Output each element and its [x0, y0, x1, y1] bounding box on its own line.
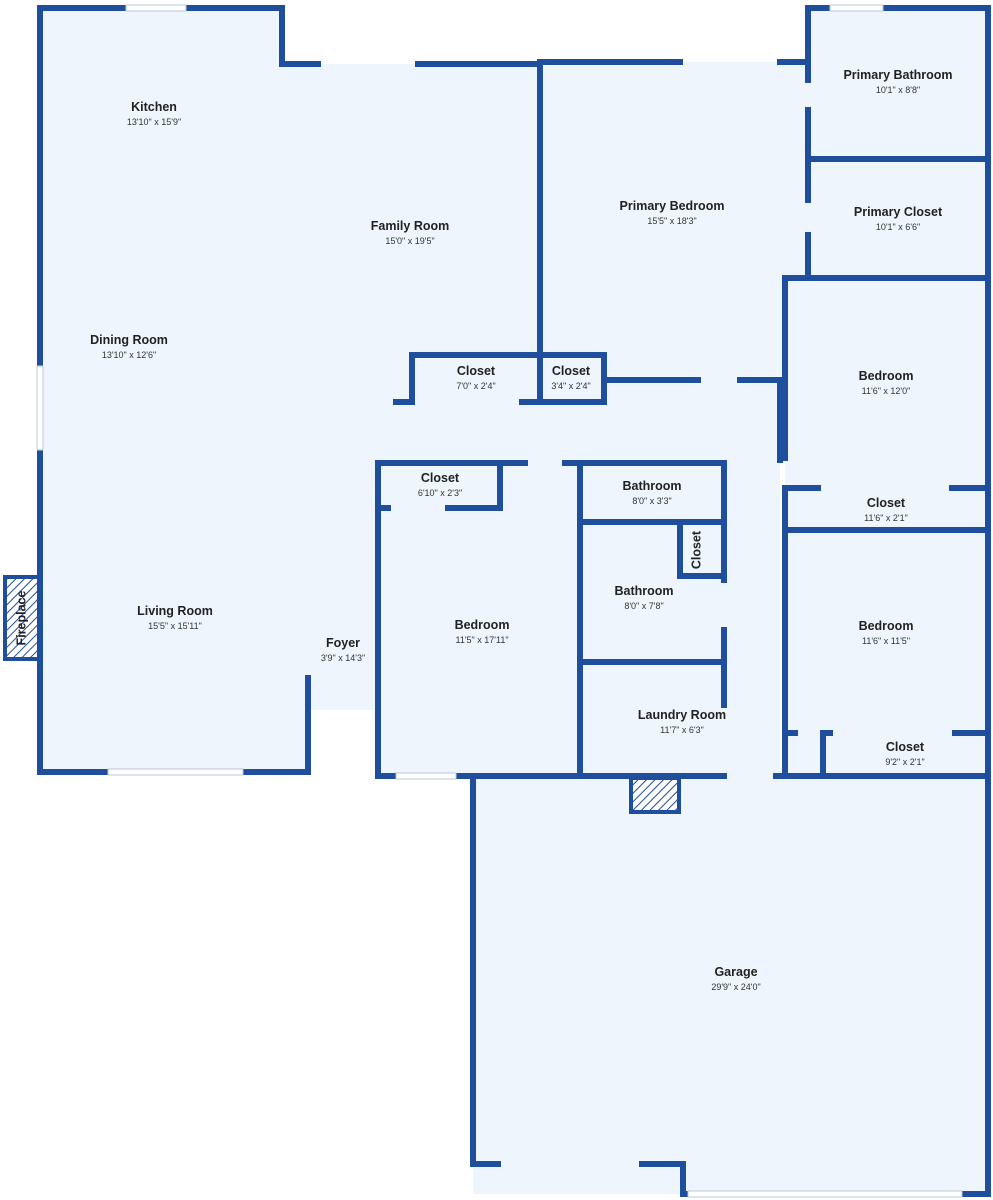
wall-center-closet-b	[445, 460, 503, 511]
room-family: Family Room 15'0" x 19'5"	[371, 219, 450, 246]
room-closet-bath: Closet	[689, 530, 703, 569]
walls	[37, 5, 991, 1197]
window-garage-south	[687, 1190, 963, 1198]
room-living: Living Room 15'5" x 15'11"	[137, 604, 213, 631]
room-bedroom-se-name: Bedroom	[859, 619, 914, 633]
room-dining-dims: 13'10" x 12'6"	[102, 350, 156, 360]
room-bedroom-center: Bedroom 11'5" x 17'11"	[455, 618, 510, 645]
room-laundry-dims: 11'7" x 6'3"	[660, 725, 704, 735]
room-closet-hall-2: Closet 3'4" x 2'4"	[551, 364, 591, 391]
room-closet-hall-2-dims: 3'4" x 2'4"	[551, 381, 590, 391]
room-bathroom-small-name: Bathroom	[622, 479, 681, 493]
room-closet-se-name: Closet	[886, 740, 925, 754]
room-bathroom-small-dims: 8'0" x 3'3"	[632, 496, 671, 506]
room-closet-bedroom-center-name: Closet	[421, 471, 460, 485]
room-closet-bath-name: Closet	[689, 530, 703, 569]
wall-bath-closet	[677, 519, 727, 579]
room-bathroom-large-dims: 8'0" x 7'8"	[624, 601, 663, 611]
room-closet-hall-1-name: Closet	[457, 364, 496, 378]
wall-garage-south-c	[680, 1161, 691, 1197]
room-garage-dims: 29'9" x 24'0"	[711, 982, 760, 992]
room-dining-name: Dining Room	[90, 333, 168, 347]
room-bedroom-se-dims: 11'6" x 11'5"	[862, 636, 910, 646]
room-bedroom-ne-dims: 11'6" x 12'0"	[862, 386, 911, 396]
room-kitchen-dims: 13'10" x 15'9"	[127, 117, 181, 127]
fireplace-box	[3, 575, 42, 661]
window-center-bedroom-south	[395, 772, 457, 780]
room-primary-closet-name: Primary Closet	[854, 205, 943, 219]
room-garage: Garage 29'9" x 24'0"	[711, 965, 760, 992]
wall-hall-closets	[393, 352, 607, 405]
room-living-name: Living Room	[137, 604, 213, 618]
room-primary-bathroom-name: Primary Bathroom	[843, 68, 952, 82]
room-bedroom-center-dims: 11'5" x 17'11"	[455, 635, 508, 645]
window-living-south	[107, 768, 244, 776]
room-primary-closet-dims: 10'1" x 6'6"	[876, 222, 920, 232]
room-foyer: Foyer 3'9" x 14'3"	[321, 636, 365, 663]
room-closet-se: Closet 9'2" x 2'1"	[885, 740, 925, 767]
room-laundry-name: Laundry Room	[638, 708, 726, 722]
primary-suite-floor	[540, 8, 988, 378]
room-primary-bedroom-name: Primary Bedroom	[620, 199, 725, 213]
room-primary-closet: Primary Closet 10'1" x 6'6"	[854, 205, 943, 232]
room-primary-bathroom-dims: 10'1" x 8'8"	[876, 85, 920, 95]
room-bathroom-small: Bathroom 8'0" x 3'3"	[622, 479, 681, 506]
room-bedroom-center-name: Bedroom	[455, 618, 510, 632]
room-bedroom-ne-name: Bedroom	[859, 369, 914, 383]
room-closet-ne-name: Closet	[867, 496, 906, 510]
room-closet-hall-1: Closet 7'0" x 2'4"	[456, 364, 496, 391]
room-closet-ne-dims: 11'6" x 2'1"	[864, 513, 908, 523]
windows	[36, 4, 963, 1198]
room-closet-se-dims: 9'2" x 2'1"	[885, 757, 924, 767]
window-dining-west	[36, 365, 44, 451]
room-living-dims: 15'5" x 15'11"	[148, 621, 202, 631]
room-kitchen-name: Kitchen	[131, 100, 177, 114]
room-closet-hall-2-name: Closet	[552, 364, 591, 378]
room-bedroom-se: Bedroom 11'6" x 11'5"	[859, 619, 914, 646]
room-closet-hall-1-dims: 7'0" x 2'4"	[456, 381, 495, 391]
room-garage-name: Garage	[714, 965, 757, 979]
garage-chimney	[629, 776, 681, 814]
room-bedroom-ne: Bedroom 11'6" x 12'0"	[859, 369, 914, 396]
room-labels: Kitchen 13'10" x 15'9" Family Room 15'0"…	[90, 68, 952, 992]
garage-floor	[473, 778, 988, 1194]
room-foyer-dims: 3'9" x 14'3"	[321, 653, 365, 663]
room-foyer-name: Foyer	[326, 636, 360, 650]
room-laundry: Laundry Room 11'7" x 6'3"	[638, 708, 726, 735]
room-closet-bedroom-center: Closet 6'10" x 2'3"	[418, 471, 462, 498]
wall-primary-bath-outer	[805, 5, 833, 83]
room-primary-bathroom: Primary Bathroom 10'1" x 8'8"	[843, 68, 952, 95]
room-family-dims: 15'0" x 19'5"	[385, 236, 434, 246]
room-primary-bedroom-dims: 15'5" x 18'3"	[647, 216, 696, 226]
window-kitchen-north	[125, 4, 187, 12]
room-bathroom-large: Bathroom 8'0" x 7'8"	[614, 584, 673, 611]
window-primary-bath-north	[829, 4, 884, 12]
wall-west-outer	[37, 5, 285, 775]
fireplace-label: Fireplace	[14, 591, 28, 646]
room-closet-ne: Closet 11'6" x 2'1"	[864, 496, 908, 523]
room-closet-bedroom-center-dims: 6'10" x 2'3"	[418, 488, 462, 498]
room-primary-bedroom: Primary Bedroom 15'5" x 18'3"	[620, 199, 725, 226]
room-bathroom-large-name: Bathroom	[614, 584, 673, 598]
room-kitchen: Kitchen 13'10" x 15'9"	[127, 100, 181, 127]
room-dining: Dining Room 13'10" x 12'6"	[90, 333, 168, 360]
room-family-name: Family Room	[371, 219, 450, 233]
floor-areas	[3, 8, 988, 1194]
